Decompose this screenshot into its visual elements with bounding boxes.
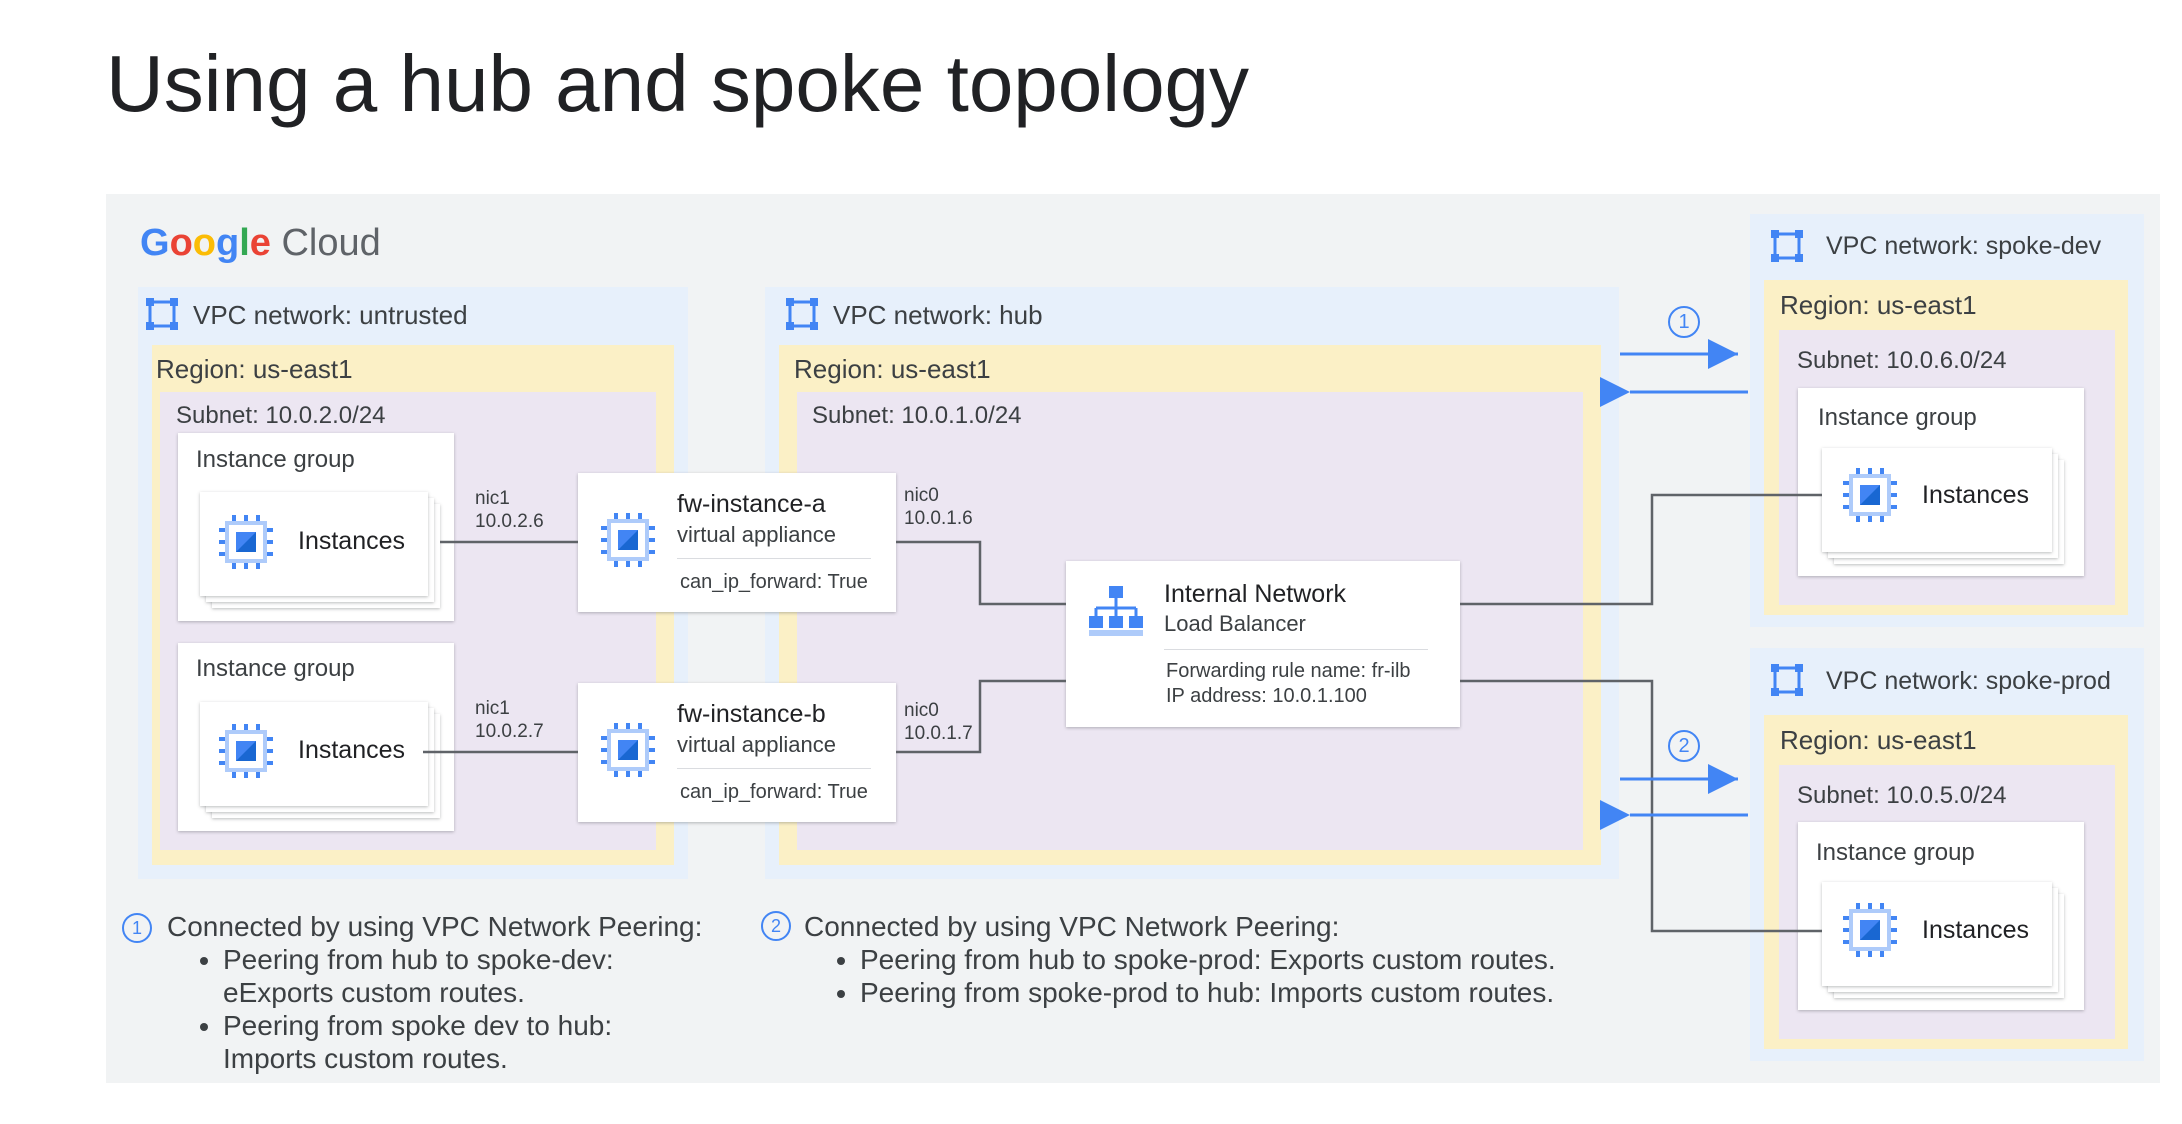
divider: [677, 558, 871, 559]
instance-group-label: Instance group: [1816, 839, 1975, 866]
fw-instance-b-name: fw-instance-b: [677, 700, 826, 728]
subnet-untrusted-label: Subnet: 10.0.2.0/24: [176, 402, 386, 429]
vpc-network-icon: [1771, 230, 1803, 262]
fw-instance-a-name: fw-instance-a: [677, 490, 826, 518]
subnet-hub-label: Subnet: 10.0.1.0/24: [812, 402, 1022, 429]
note-2-heading: Connected by using VPC Network Peering:: [804, 911, 1340, 942]
instances-label: Instances: [298, 527, 406, 555]
note-1-bullet-2: Peering from spoke dev to hub:Imports cu…: [223, 1009, 702, 1075]
note-2-bullet-2: Peering from spoke-prod to hub: Imports …: [860, 976, 1556, 1009]
vpc-spoke-prod-label: VPC network: spoke-prod: [1826, 667, 2111, 695]
note-marker-2: 2: [761, 911, 791, 941]
ilb-name-line1: Internal Network: [1164, 580, 1347, 608]
note-text: Peering from spoke dev to hub:: [223, 1010, 613, 1041]
compute-instance-icon: [219, 515, 273, 569]
nic-label: nic1: [475, 488, 510, 509]
fw-instance-a-type: virtual appliance: [677, 522, 836, 547]
instances-label: Instances: [1922, 916, 2030, 944]
subnet-spoke-dev-label: Subnet: 10.0.6.0/24: [1797, 347, 2007, 374]
region-untrusted-label: Region: us-east1: [156, 354, 353, 384]
internal-load-balancer-card[interactable]: [1066, 561, 1460, 727]
marker-2: 2: [1668, 730, 1700, 762]
nic-label: nic1: [475, 698, 510, 719]
ip-label: 10.0.2.6: [475, 511, 544, 532]
page-title: Using a hub and spoke topology: [106, 39, 1250, 128]
note-1-heading: Connected by using VPC Network Peering:: [167, 911, 703, 942]
vpc-untrusted-label: VPC network: untrusted: [193, 300, 468, 330]
fw-instance-a-prop: can_ip_forward: True: [680, 571, 868, 593]
instance-group-1-label: Instance group: [196, 446, 355, 473]
ilb-forwarding-rule: Forwarding rule name: fr-ilb: [1166, 660, 1411, 682]
compute-instance-icon: [219, 724, 273, 778]
note-text: Peering from hub to spoke-dev:: [223, 944, 614, 975]
nic-label: nic0: [904, 485, 939, 506]
fw-instance-b-prop: can_ip_forward: True: [680, 781, 868, 803]
subnet-spoke-prod-label: Subnet: 10.0.5.0/24: [1797, 782, 2007, 809]
ilb-ip-address: IP address: 10.0.1.100: [1166, 685, 1367, 707]
marker-1: 1: [1668, 306, 1700, 338]
google-cloud-logo: Google Cloud: [140, 222, 381, 264]
note-1-bullet-1: Peering from hub to spoke-dev:eExports c…: [223, 943, 702, 1009]
vpc-spoke-dev-label: VPC network: spoke-dev: [1826, 232, 2102, 260]
vpc-network-icon: [786, 298, 818, 330]
instances-label: Instances: [298, 736, 406, 764]
instances-label: Instances: [1922, 481, 2030, 509]
note-2-bullet-1: Peering from hub to spoke-prod: Exports …: [860, 943, 1556, 976]
region-hub-label: Region: us-east1: [794, 354, 991, 384]
note-text: eExports custom routes.: [223, 977, 525, 1008]
note-1: Connected by using VPC Network Peering: …: [167, 910, 702, 1075]
ip-label: 10.0.2.7: [475, 721, 544, 742]
ilb-name-line2: Load Balancer: [1164, 611, 1306, 636]
compute-instance-icon: [1843, 903, 1897, 957]
instance-group-2-label: Instance group: [196, 655, 355, 682]
instance-group-label: Instance group: [1818, 404, 1977, 431]
vpc-network-icon: [1771, 664, 1803, 696]
load-balancer-icon: [1089, 586, 1143, 636]
nic-label: nic0: [904, 700, 939, 721]
divider: [677, 768, 871, 769]
note-2: Connected by using VPC Network Peering: …: [804, 910, 1556, 1009]
note-marker-1: 1: [122, 913, 152, 943]
fw-instance-b-type: virtual appliance: [677, 732, 836, 757]
region-spoke-prod-label: Region: us-east1: [1780, 725, 1977, 755]
note-text: Imports custom routes.: [223, 1043, 508, 1074]
compute-instance-icon: [601, 513, 655, 567]
compute-instance-icon: [1843, 468, 1897, 522]
compute-instance-icon: [601, 723, 655, 777]
region-spoke-dev-label: Region: us-east1: [1780, 290, 1977, 320]
vpc-hub-label: VPC network: hub: [833, 300, 1043, 330]
divider: [1164, 649, 1428, 650]
ip-label: 10.0.1.6: [904, 508, 973, 529]
vpc-network-icon: [146, 298, 178, 330]
ip-label: 10.0.1.7: [904, 723, 973, 744]
